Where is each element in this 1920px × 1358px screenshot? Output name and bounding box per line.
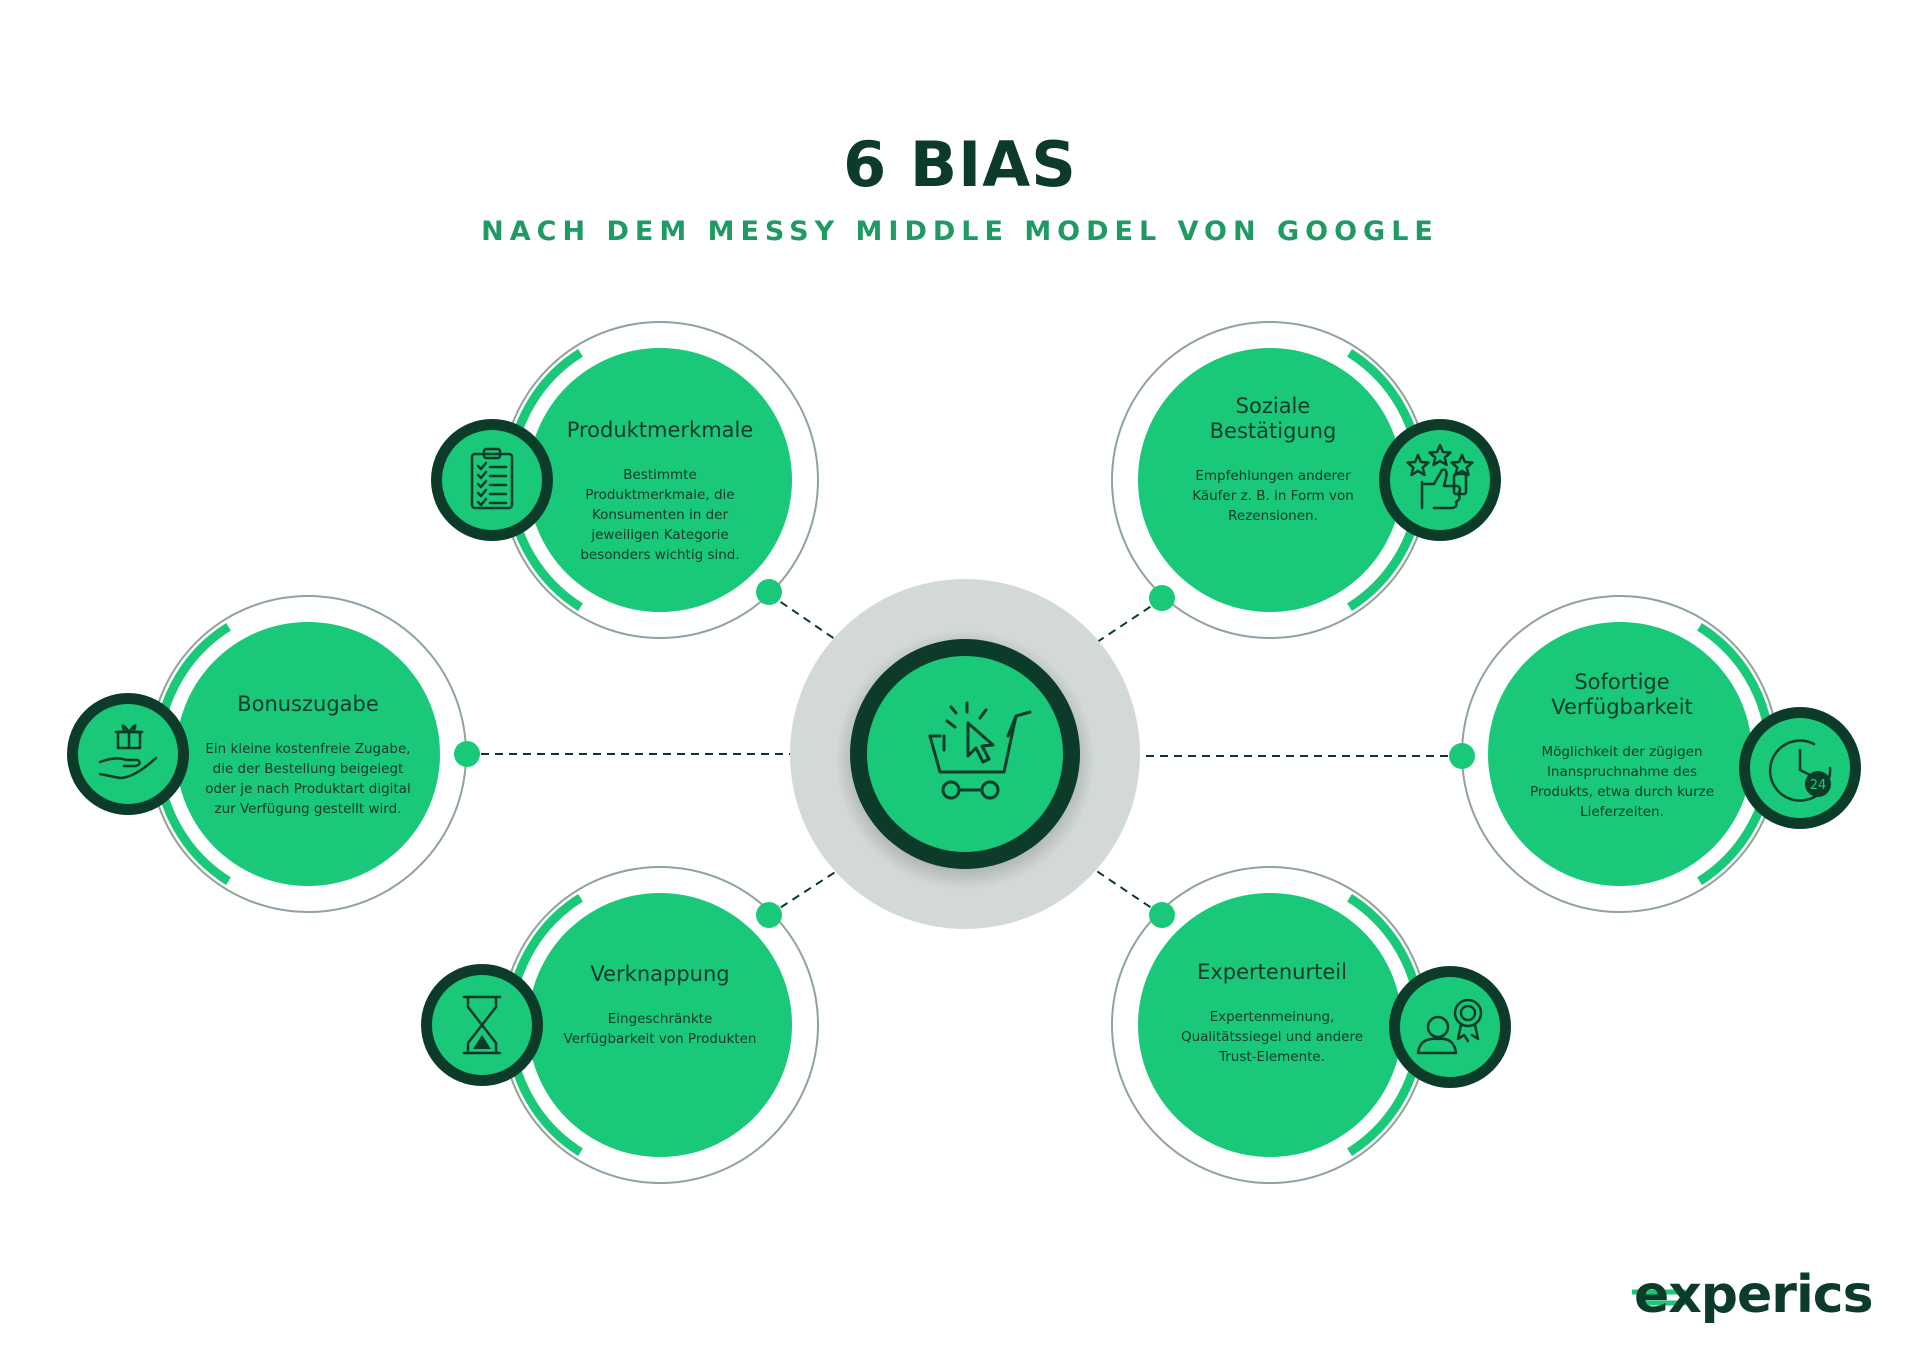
bias-description-line: Lieferzeiten. [1580,804,1664,820]
bias-title: Expertenurteil [1197,960,1347,985]
bias-node-expertenurteil [1111,866,1511,1184]
connector-dot [454,741,480,767]
bias-description: Ein kleine kostenfreie Zugabe, die der Be… [205,739,410,819]
page-subtitle: NACH DEM MESSY MIDDLE MODEL VON GOOGLE [481,216,1439,247]
bias-description-line: Inanspruchnahme des [1546,764,1698,780]
center-hub [790,579,1140,929]
bias-node-soziale-bestaetigung [1111,321,1501,639]
hourglass-icon [462,995,502,1055]
bias-title-line: Sofortige [1574,670,1670,694]
bias-title-line: Expertenurteil [1197,960,1347,984]
bias-description-line: Produkts, etwa durch kurze [1529,784,1715,800]
bias-title: Produktmerkmale [567,418,754,443]
bias-description-line: Ein kleine kostenfreie Zugabe, [205,741,411,757]
center-inner-circle [867,656,1063,852]
bias-title: Bonuszugabe [237,692,379,717]
bias-node-produktmerkmale [431,321,819,639]
bias-title-line: Verfügbarkeit [1551,695,1693,719]
main-disk [1138,893,1402,1157]
bias-node-sofortige-verfuegbarkeit: 24 [1449,595,1861,913]
bias-description-line: besonders wichtig sind. [580,547,740,563]
main-disk [528,348,792,612]
bias-description-line: die der Bestellung beigelegt [212,761,404,777]
bias-title-line: Soziale [1235,394,1311,418]
page-title: 6 BIAS [843,128,1077,201]
shopping-cart-click-icon [928,701,1032,800]
icon-badge-inner [442,430,542,530]
gift-hand-icon [98,724,158,780]
bias-description-line: Verfügbarkeit von Produkten [563,1031,757,1047]
bias-description-line: Eingeschränkte [607,1011,713,1027]
main-disk [528,893,792,1157]
bias-description-line: Rezensionen. [1228,508,1318,524]
bias-description-line: Konsumenten in der [591,507,729,523]
bias-description-line: Produktmerkmale, die [585,487,735,503]
bias-node-verknappung [421,866,819,1184]
icon-badge-inner [1390,430,1490,530]
bias-title-line: Bonuszugabe [237,692,379,716]
brand-logo: experics [1634,1265,1874,1325]
bias-description-line: zur Verfügung gestellt wird. [214,801,402,817]
bias-description-line: jeweiligen Kategorie [591,527,729,543]
clipboard-checklist-icon [470,447,514,510]
connector-dot [756,579,782,605]
connector-dot [756,902,782,928]
bias-description-line: Bestimmte [623,467,697,483]
bias-node-bonuszugabe [67,595,480,913]
clock-24-icon: 24 [1768,739,1832,802]
bias-title-line: Produktmerkmale [566,418,754,442]
bias-description-line: Qualitätssiegel und andere [1180,1029,1364,1045]
bias-description-line: Käufer z. B. in Form von [1192,488,1354,504]
connector-dot [1149,902,1175,928]
bias-title-line: Verknappung [590,962,730,986]
main-disk [176,622,440,886]
thumbs-up-stars-icon [1406,443,1474,510]
main-disk [1488,622,1752,886]
bias-title: Verknappung [590,962,729,987]
connector-dot [1449,743,1475,769]
clock-badge-text: 24 [1810,778,1827,793]
main-disk [1138,348,1402,612]
expert-badge-icon [1416,998,1483,1055]
bias-description-line: oder je nach Produktart digital [205,781,411,797]
logo-speed-lines-icon [1632,1289,1687,1306]
icon-badge-inner [78,704,178,804]
connector-dot [1149,585,1175,611]
bias-description-line: Empfehlungen anderer [1195,468,1351,484]
bias-description-line: Möglichkeit der zügigen [1541,744,1703,760]
icon-badge-inner [1400,977,1500,1077]
bias-description: Expertenmeinung, Qualitätssiegel und ande… [1181,1007,1363,1067]
bias-description-line: Expertenmeinung, [1209,1009,1335,1025]
bias-title-line: Bestätigung [1209,419,1337,443]
bias-description-line: Trust-Elemente. [1218,1049,1326,1065]
